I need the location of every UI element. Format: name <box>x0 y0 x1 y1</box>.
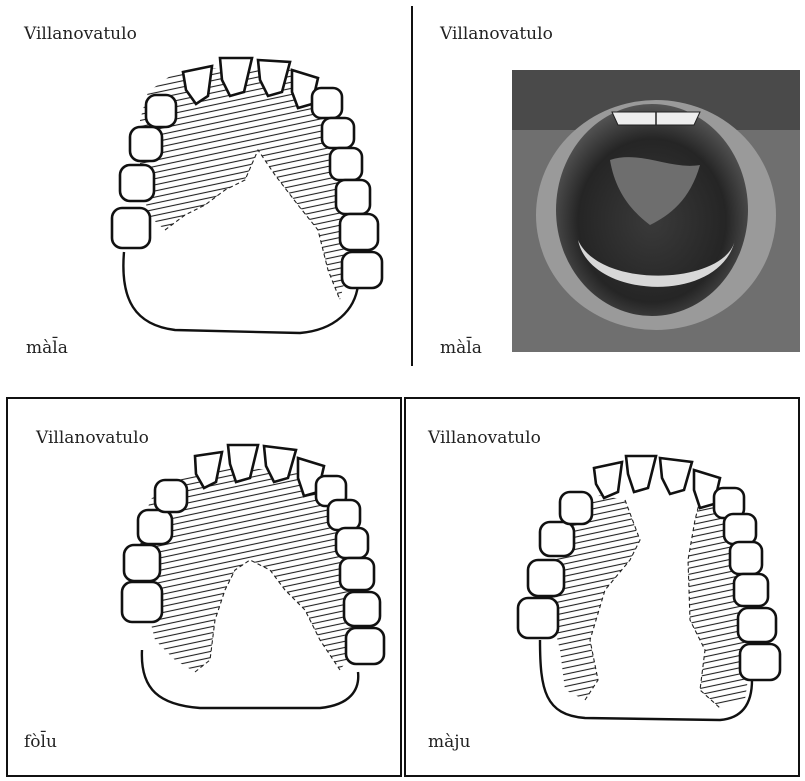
tooth <box>540 522 574 556</box>
tooth <box>146 95 176 127</box>
palatogram-1 <box>112 58 382 333</box>
tooth <box>344 592 380 626</box>
palatogram-4 <box>518 456 780 720</box>
mouth-photograph <box>512 70 800 352</box>
tooth <box>518 598 558 638</box>
tooth <box>594 462 622 498</box>
panel-word: fòl̄u <box>24 732 57 752</box>
panel-title: Villanovatulo <box>24 24 137 44</box>
tooth <box>130 127 162 161</box>
tooth <box>312 88 342 118</box>
tooth <box>660 458 692 494</box>
tooth <box>322 118 354 148</box>
panel-word: màl̄a <box>440 338 482 358</box>
tooth <box>340 558 374 590</box>
tooth <box>155 480 187 512</box>
tooth <box>122 582 162 622</box>
tooth <box>740 644 780 680</box>
tooth <box>112 208 150 248</box>
tooth <box>138 510 172 544</box>
tooth <box>336 528 368 558</box>
panel-title: Villanovatulo <box>36 428 149 448</box>
tooth <box>626 456 656 492</box>
tooth <box>560 492 592 524</box>
panel-title: Villanovatulo <box>440 24 553 44</box>
tooth <box>724 514 756 544</box>
tooth <box>340 214 378 250</box>
panel-title: Villanovatulo <box>428 428 541 448</box>
tooth <box>330 148 362 180</box>
tooth <box>738 608 776 642</box>
panel-word: màju <box>428 732 470 752</box>
panel-word: màl̄a <box>26 338 68 358</box>
tooth <box>336 180 370 214</box>
tooth <box>120 165 154 201</box>
tooth <box>342 252 382 288</box>
tooth <box>328 500 360 530</box>
tooth <box>734 574 768 606</box>
tooth <box>730 542 762 574</box>
tooth <box>124 545 160 581</box>
tooth <box>346 628 384 664</box>
tooth <box>528 560 564 596</box>
palatogram-3 <box>122 445 384 708</box>
palate-outline <box>123 252 358 333</box>
